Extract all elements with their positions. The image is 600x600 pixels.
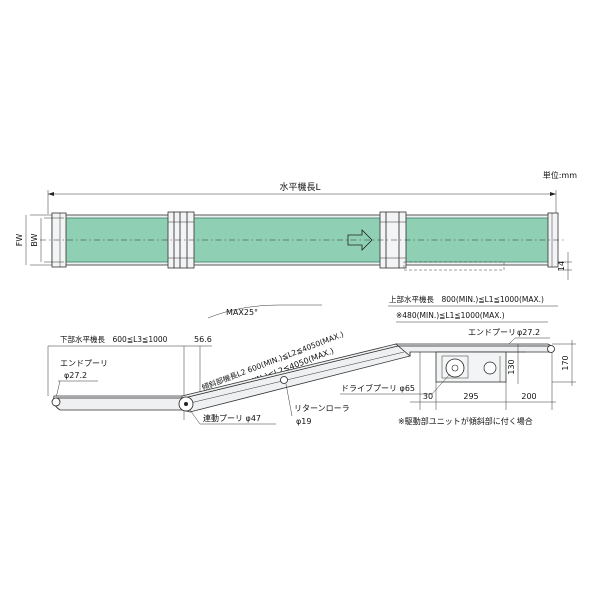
drive-pulley-label: ドライブプーリ φ65: [341, 383, 415, 393]
dim-56-6-label: 56.6: [194, 335, 212, 344]
dim-30-label: 30: [423, 392, 433, 401]
right-end-pulley-icon: [547, 345, 555, 353]
lower-horizontal-label: 下部水平機長 600≦L3≦1000: [60, 334, 168, 344]
dim-130-label: 130: [507, 359, 516, 374]
left-end-pulley-name: エンドプーリ: [60, 359, 108, 368]
drive-unit-note: ※駆動部ユニットが傾斜部に付く場合: [398, 416, 533, 426]
top-view: 水平機長L: [15, 181, 572, 280]
linked-pulley-label: 連動プーリ φ47: [203, 413, 261, 423]
dim-200-label: 200: [521, 392, 536, 401]
horizontal-length-label: 水平機長L: [279, 181, 320, 193]
drive-pulley-icon: [445, 358, 465, 378]
upper-horizontal-label: 上部水平機長 800(MIN.)≦L1≦1000(MAX.): [389, 294, 544, 304]
max-angle-label: MAX25°: [226, 308, 258, 317]
left-end-pulley-dia: φ27.2: [64, 371, 87, 380]
return-roller-icon: [280, 376, 288, 384]
dim-170-label: 170: [561, 355, 570, 370]
right-end-pulley-name: エンドプーリ: [468, 328, 516, 337]
direction-arrow-icon: [347, 229, 373, 251]
drive-unit: [435, 351, 507, 383]
dim-14-label: 14: [557, 261, 566, 271]
return-roller-name: リターンローラ: [294, 404, 350, 413]
side-view: MAX25° 上部水平機長 800(MIN.)≦L1≦1000(MAX.) ※4…: [47, 294, 576, 426]
right-end-pulley-dia: φ27.2: [517, 328, 540, 337]
fw-label: FW: [15, 234, 24, 247]
upper-horizontal-note: ※480(MIN.)≦L1≦1000(MAX.): [396, 311, 505, 320]
left-end-pulley-icon: [51, 397, 61, 407]
unit-label: 単位:mm: [543, 170, 577, 180]
dim-295-label: 295: [463, 392, 478, 401]
bw-label: BW: [30, 233, 39, 246]
return-roller-dia: φ19: [296, 417, 311, 426]
